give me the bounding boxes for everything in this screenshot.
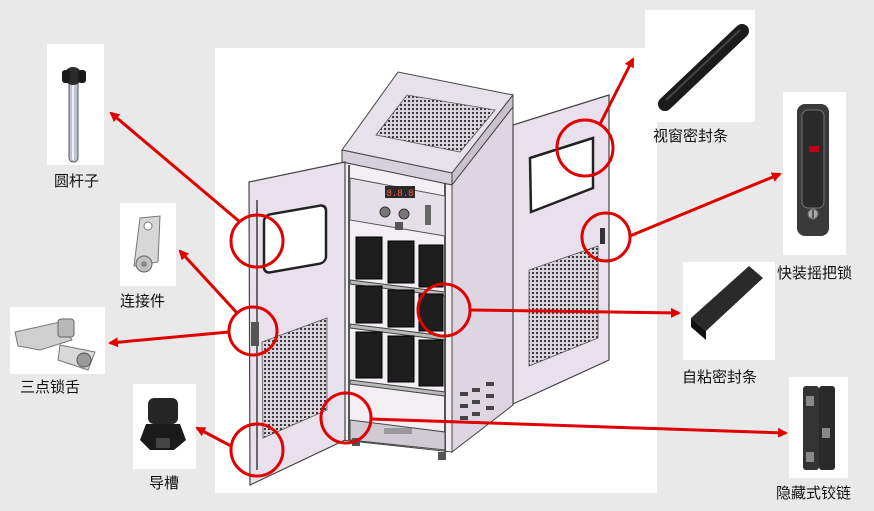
label-hidden-hinge: 隐藏式铰链 — [776, 484, 852, 502]
connector-part — [133, 215, 161, 273]
three-point-tongue-part — [14, 318, 96, 371]
battery-rack — [349, 236, 446, 397]
callout-circles — [227, 118, 632, 478]
cabinet-base — [349, 419, 446, 451]
hidden-hinge-part — [803, 386, 835, 470]
left-door-vent — [261, 317, 328, 439]
arrow-guide-slot — [195, 426, 232, 448]
label-quick-handle-lock: 快装摇把锁 — [777, 264, 853, 282]
right-door-window — [528, 136, 595, 214]
adhesive-seal-part — [691, 266, 763, 340]
arrow-connector — [178, 249, 240, 316]
arrow-three-point-tongue — [108, 330, 230, 348]
guide-slot-part — [140, 398, 186, 450]
callout-circle-round-rod — [229, 213, 285, 269]
digital-display — [385, 186, 415, 198]
display-readout: 8.8.8 — [386, 189, 413, 199]
arrow-hinge — [369, 417, 788, 438]
cabinet: 8.8.8 — [248, 71, 610, 486]
round-rod-part — [62, 67, 86, 163]
roof-vent — [375, 94, 496, 153]
callout-circle-guide-slot — [229, 422, 285, 478]
label-round-rod: 圆杆子 — [54, 172, 100, 190]
right-side-vents — [460, 382, 494, 420]
label-window-seal: 视窗密封条 — [653, 127, 729, 145]
arrow-round-rod — [109, 111, 241, 224]
arrows — [108, 57, 788, 448]
callout-circle-window-seal — [555, 118, 615, 178]
arrow-adhesive-seal — [469, 307, 681, 318]
right-door-vent — [528, 245, 599, 367]
arrow-handle-lock — [629, 172, 782, 238]
quick-handle-lock-part — [797, 104, 829, 236]
label-adhesive-seal: 自粘密封条 — [682, 368, 758, 386]
callout-circle-connector — [227, 305, 279, 357]
label-guide-slot: 导槽 — [149, 474, 180, 492]
label-three-point-tongue: 三点锁舌 — [20, 378, 81, 396]
window-seal-part — [658, 24, 749, 111]
label-connector: 连接件 — [120, 292, 166, 310]
arrow-window-seal — [598, 57, 635, 125]
right-door-handle — [600, 228, 605, 244]
callout-circle-handle-lock — [580, 211, 632, 263]
